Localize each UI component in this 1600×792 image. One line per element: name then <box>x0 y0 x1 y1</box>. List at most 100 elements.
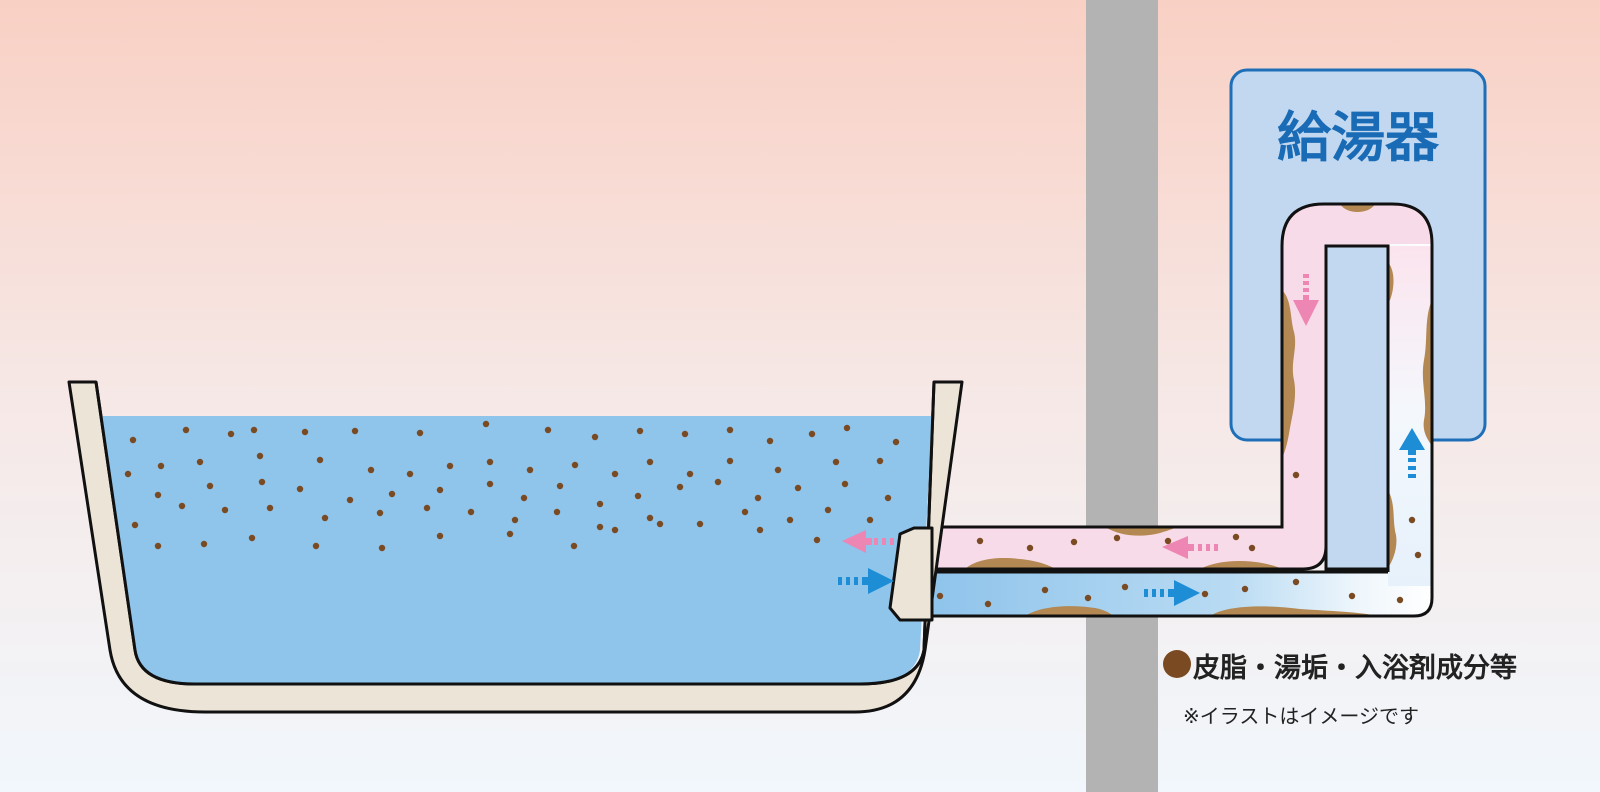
dirt-particle <box>570 542 578 550</box>
dirt-particle <box>636 427 644 435</box>
dirt-particle <box>611 526 619 534</box>
dirt-particle <box>1164 537 1172 545</box>
dirt-particle <box>556 482 564 490</box>
dirt-particle <box>656 520 664 528</box>
dirt-particle <box>506 530 514 538</box>
dirt-particle <box>676 483 684 491</box>
dirt-particle <box>841 480 849 488</box>
dirt-particle <box>1408 516 1416 524</box>
dirt-particle <box>178 502 186 510</box>
dirt-particle <box>766 437 774 445</box>
dirt-particle <box>696 520 704 528</box>
dirt-legend-label: 皮脂・湯垢・入浴剤成分等 <box>1193 653 1517 684</box>
pipe-outline-outer <box>932 202 1434 618</box>
dirt-particle <box>843 424 851 432</box>
dirt-particle <box>681 430 689 438</box>
dirt-particle <box>884 494 892 502</box>
wall <box>1086 0 1158 792</box>
dirt-particle <box>346 496 354 504</box>
dirt-particle <box>511 516 519 524</box>
dirt-particle <box>256 452 264 460</box>
dirt-particle <box>1396 596 1404 604</box>
dirt-particle <box>756 526 764 534</box>
dirt-particle <box>646 514 654 522</box>
hot-flow-arrow <box>842 530 894 553</box>
dirt-particle <box>258 478 266 486</box>
dirt-particle <box>741 508 749 516</box>
dirt-particle <box>482 420 490 428</box>
dirt-particle <box>808 430 816 438</box>
water-heater-label: 給湯器 <box>1277 106 1440 169</box>
dirt-particle <box>486 458 494 466</box>
dirt-particle <box>1241 585 1249 593</box>
dirt-particle <box>423 504 431 512</box>
dirt-particle <box>544 426 552 434</box>
dirt-particle <box>984 600 992 608</box>
dirt-particle <box>596 523 604 531</box>
dirt-particle <box>312 542 320 550</box>
dirt-particle <box>866 516 874 524</box>
dirt-particle <box>351 427 359 435</box>
dirt-particle <box>1121 583 1129 591</box>
dirt-particle <box>221 506 229 514</box>
dirt-particle <box>686 470 694 478</box>
dirt-particle <box>301 428 309 436</box>
hot-flow-arrow <box>1293 274 1319 326</box>
dirt-legend-icon <box>1163 650 1191 678</box>
dirt-particle <box>824 506 832 514</box>
illustration-note: ※イラストはイメージです <box>1183 704 1419 728</box>
dirt-particle <box>553 508 561 516</box>
dirt-particle <box>446 462 454 470</box>
dirt-particle <box>754 494 762 502</box>
dirt-particle <box>1292 471 1300 479</box>
dirt-particle <box>157 462 165 470</box>
dirt-particle <box>124 470 132 478</box>
dirt-particle <box>467 508 475 516</box>
dirt-particle <box>388 490 396 498</box>
dirt-particle <box>250 426 258 434</box>
dirt-particle <box>646 458 654 466</box>
cold-flow-arrow <box>1399 428 1425 478</box>
dirt-particle <box>520 494 528 502</box>
circulation-adapter <box>888 526 934 622</box>
dirt-particle <box>154 542 162 550</box>
pipe-outline-inner <box>932 246 1328 571</box>
dirt-particle <box>1292 578 1300 586</box>
dirt-particle <box>976 537 984 545</box>
hot-flow-arrow <box>1162 536 1218 559</box>
heater-core <box>1324 244 1390 571</box>
dirt-particle <box>367 466 375 474</box>
dirt-particle <box>526 466 534 474</box>
dirt-particle <box>726 457 734 465</box>
dirt-particle <box>1232 533 1240 541</box>
dirt-particle <box>416 429 424 437</box>
dirt-particle <box>200 540 208 548</box>
dirt-particle <box>571 461 579 469</box>
dirt-particle <box>196 458 204 466</box>
dirt-particle <box>832 458 840 466</box>
dirt-particle <box>154 491 162 499</box>
dirt-particle <box>892 438 900 446</box>
dirt-particle <box>774 466 782 474</box>
dirt-particle <box>266 504 274 512</box>
dirt-particle <box>611 470 619 478</box>
dirt-particle <box>131 521 139 529</box>
dirt-particle <box>596 500 604 508</box>
dirt-particle <box>129 436 137 444</box>
dirt-particle <box>1113 534 1121 542</box>
bathtub-inner-edge <box>94 381 936 686</box>
dirt-particle <box>248 534 256 542</box>
dirt-particle <box>321 514 329 522</box>
dirt-particle <box>376 509 384 517</box>
dirt-particle <box>1070 538 1078 546</box>
flow-arrows <box>838 274 1425 606</box>
dirt-particle <box>1201 590 1209 598</box>
dirt-particle <box>316 456 324 464</box>
dirt-particle <box>813 536 821 544</box>
dirt-particle <box>1348 592 1356 600</box>
dirt-particles <box>124 420 1422 608</box>
dirt-particle <box>591 433 599 441</box>
dirt-particle <box>1041 586 1049 594</box>
